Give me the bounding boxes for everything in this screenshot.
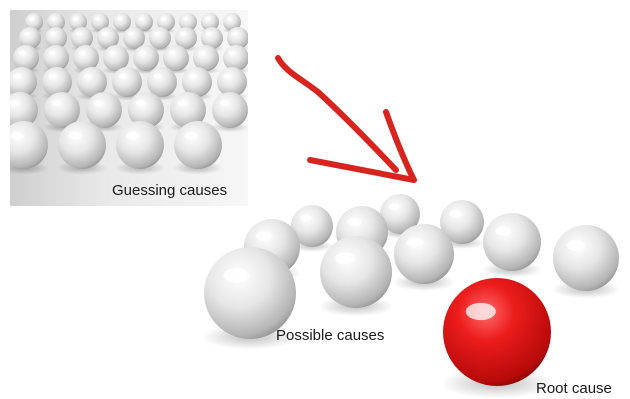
possible-cause-sphere <box>318 236 394 316</box>
grid-sphere <box>173 121 223 175</box>
guessing-causes-panel <box>0 10 250 206</box>
possible-cause-sphere <box>551 225 620 299</box>
arrow-icon <box>278 58 414 180</box>
grid-sphere <box>115 121 165 175</box>
grid-sphere <box>211 92 249 132</box>
possible-causes-label: Possible causes <box>276 327 384 344</box>
grid-sphere <box>57 121 107 175</box>
possible-causes-spheres <box>202 194 621 398</box>
root-cause-label: Root cause <box>536 380 612 397</box>
grid-sphere <box>0 121 49 175</box>
guessing-causes-label: Guessing causes <box>112 182 227 199</box>
possible-cause-sphere <box>393 224 456 291</box>
possible-cause-sphere <box>482 213 543 278</box>
